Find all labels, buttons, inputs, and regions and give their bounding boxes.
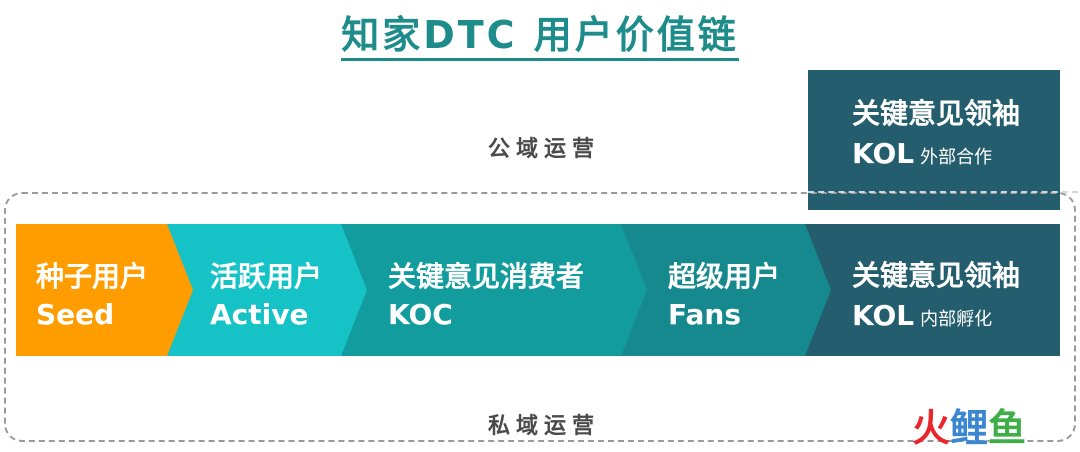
kol-external-note: 外部合作	[920, 147, 993, 168]
stage-koc-en: KOC	[388, 298, 453, 331]
stage-koc-name: 关键意见消费者	[388, 260, 585, 293]
value-chain-arrows	[16, 224, 1060, 356]
kol-internal-note: 内部孵化	[920, 309, 993, 330]
diagram-title: 知家DTC 用户价值链	[0, 4, 1080, 61]
private-domain-label: 私域运营	[488, 414, 601, 439]
kol-divider-line	[808, 191, 1078, 193]
stage-seed-label: 种子用户 Seed	[36, 258, 148, 334]
logo-char-2: 鲤	[950, 406, 989, 450]
brand-logo: 火鲤鱼	[912, 406, 1026, 450]
logo-char-1: 火	[912, 406, 951, 450]
stage-fans-label: 超级用户 Fans	[668, 258, 780, 334]
stage-active-en: Active	[210, 298, 309, 331]
stage-seed-name: 种子用户	[36, 260, 149, 293]
stage-fans-name: 超级用户	[668, 260, 781, 293]
kol-internal-abbr: KOL	[852, 299, 915, 332]
kol-external-name: 关键意见领袖	[852, 97, 1021, 130]
kol-external-abbr: KOL	[852, 137, 915, 170]
logo-char-3: 鱼	[988, 406, 1027, 450]
stage-arrow-seed	[16, 224, 196, 356]
private-domain-box	[4, 192, 1076, 442]
title-text: 知家DTC 用户价值链	[341, 13, 739, 61]
stage-active-name: 活跃用户	[210, 260, 323, 293]
stage-seed-en: Seed	[36, 298, 115, 331]
stage-fans-en: Fans	[668, 298, 741, 331]
stage-arrow-kol-internal	[805, 224, 1060, 356]
kol-internal-name: 关键意见领袖	[852, 259, 1021, 292]
stage-arrow-koc	[341, 224, 650, 356]
stage-koc-label: 关键意见消费者 KOC	[388, 258, 584, 334]
public-domain-label: 公域运营	[488, 137, 601, 162]
kol-external-panel	[808, 70, 1060, 210]
stage-arrow-fans	[621, 224, 834, 356]
stage-arrow-active	[167, 224, 370, 356]
stage-active-label: 活跃用户 Active	[210, 258, 322, 334]
